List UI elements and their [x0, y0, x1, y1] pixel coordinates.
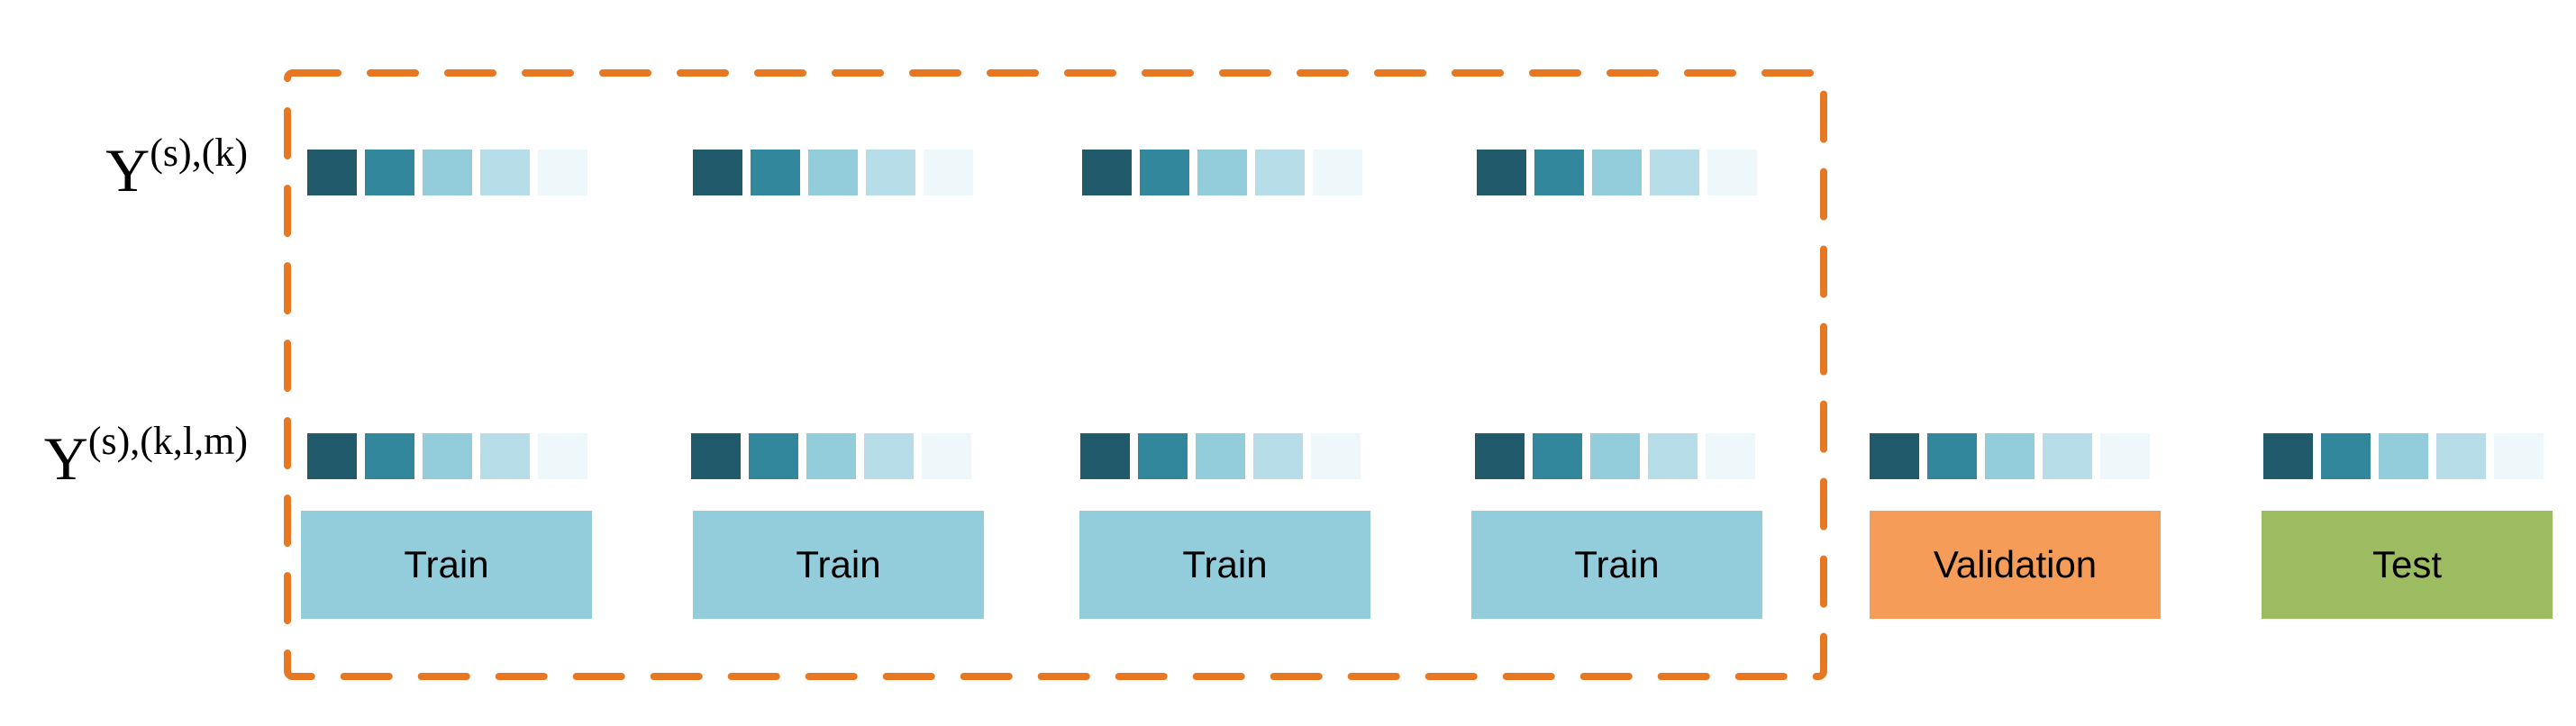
bottom-row-square — [1196, 433, 1245, 479]
top-row-square — [1534, 150, 1584, 195]
label-superscript: (s),(k) — [150, 131, 248, 175]
bottom-row-square — [2379, 433, 2428, 479]
bottom-row-square — [806, 433, 856, 479]
bottom-row-square — [1475, 433, 1525, 479]
bottom-row-square — [1927, 433, 1977, 479]
bottom-row-square — [2436, 433, 2486, 479]
bottom-row-square — [922, 433, 971, 479]
split-box-train: Train — [693, 511, 984, 619]
bottom-row-square — [1080, 433, 1130, 479]
bottom-row-square — [1311, 433, 1361, 479]
bottom-row-square — [538, 433, 587, 479]
top-row-square — [1477, 150, 1526, 195]
bottom-row-square — [307, 433, 357, 479]
bottom-row-square — [749, 433, 798, 479]
bottom-row-square — [423, 433, 472, 479]
top-row-square — [538, 150, 587, 195]
split-label: Test — [2371, 543, 2443, 585]
bottom-row-square — [2043, 433, 2092, 479]
bottom-row-square — [1985, 433, 2034, 479]
top-row-square — [808, 150, 858, 195]
top-row-square — [1082, 150, 1132, 195]
top-row-square — [924, 150, 973, 195]
dashed-frame-rect — [284, 69, 1827, 680]
split-label: Train — [1182, 543, 1268, 585]
label-base: Y — [43, 424, 88, 493]
top-row-square — [751, 150, 800, 195]
split-label: Train — [1574, 543, 1660, 585]
split-label: Train — [796, 543, 881, 585]
top-row-square — [1707, 150, 1757, 195]
split-label: Train — [404, 543, 489, 585]
top-row-square — [307, 150, 357, 195]
top-row-square — [423, 150, 472, 195]
top-row-square — [1140, 150, 1189, 195]
bottom-row-square — [1648, 433, 1698, 479]
row-label-y-s-klm: Y(s),(k,l,m) — [43, 422, 248, 495]
bottom-row-square — [691, 433, 741, 479]
bottom-row-square — [1706, 433, 1755, 479]
bottom-row-square — [2494, 433, 2544, 479]
bottom-row-square — [1870, 433, 1919, 479]
label-base: Y — [105, 136, 150, 204]
bottom-row-square — [1253, 433, 1303, 479]
bottom-row-square — [480, 433, 530, 479]
split-label: Validation — [1933, 543, 2098, 585]
bottom-row-square — [1590, 433, 1640, 479]
bottom-row-square — [864, 433, 914, 479]
bottom-row-square — [2321, 433, 2371, 479]
split-box-test: Test — [2262, 511, 2553, 619]
top-row-square — [1313, 150, 1362, 195]
bottom-row-square — [2263, 433, 2313, 479]
top-row-square — [480, 150, 530, 195]
bottom-row-square — [1138, 433, 1188, 479]
top-row-square — [1255, 150, 1305, 195]
split-box-train: Train — [1471, 511, 1762, 619]
top-row-square — [866, 150, 915, 195]
top-row-square — [365, 150, 414, 195]
split-box-train: Train — [301, 511, 592, 619]
bottom-row-square — [1533, 433, 1582, 479]
bottom-row-square — [365, 433, 414, 479]
bottom-row-square — [2100, 433, 2150, 479]
label-superscript: (s),(k,l,m) — [87, 419, 248, 463]
top-row-square — [1650, 150, 1699, 195]
top-row-square — [693, 150, 742, 195]
top-row-square — [1592, 150, 1642, 195]
top-row-square — [1197, 150, 1247, 195]
split-box-train: Train — [1079, 511, 1370, 619]
split-box-validation: Validation — [1870, 511, 2161, 619]
row-label-y-s-k: Y(s),(k) — [105, 133, 248, 206]
